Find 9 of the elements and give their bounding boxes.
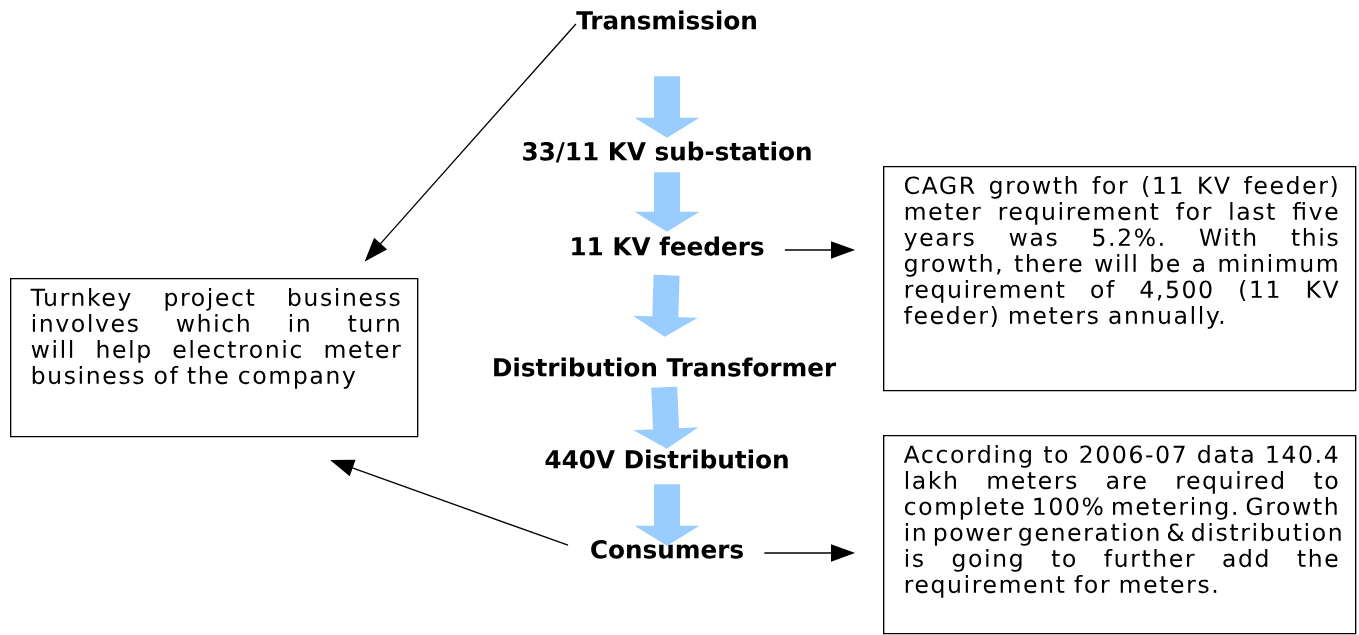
stage-label: 11 KV feeders: [572, 236, 764, 256]
stage-label: 33/11 KV sub-station: [523, 141, 811, 163]
stage-label: Consumers: [591, 540, 743, 559]
stage-label: 440V Distribution: [545, 449, 788, 469]
text-box: CAGR growth for (11 KV feeder) meter requirement for last five years was 5.2%. With this growth, there will be a minimum requirement of 4,500 (11 KV feeder) meters annually.: [883, 166, 1357, 392]
stage-label: Transmission: [576, 10, 756, 30]
text-box: Turnkey project business involves which in turn will help electronic meter business of the company: [10, 278, 419, 438]
text-box: According to 2006-07 data 140.4 lakh meters are required to complete 100% metering. Growth in power generation & distribution is going to further add the requirement for meters.: [883, 435, 1357, 635]
stage-label: Distribution Transformer: [494, 357, 837, 377]
